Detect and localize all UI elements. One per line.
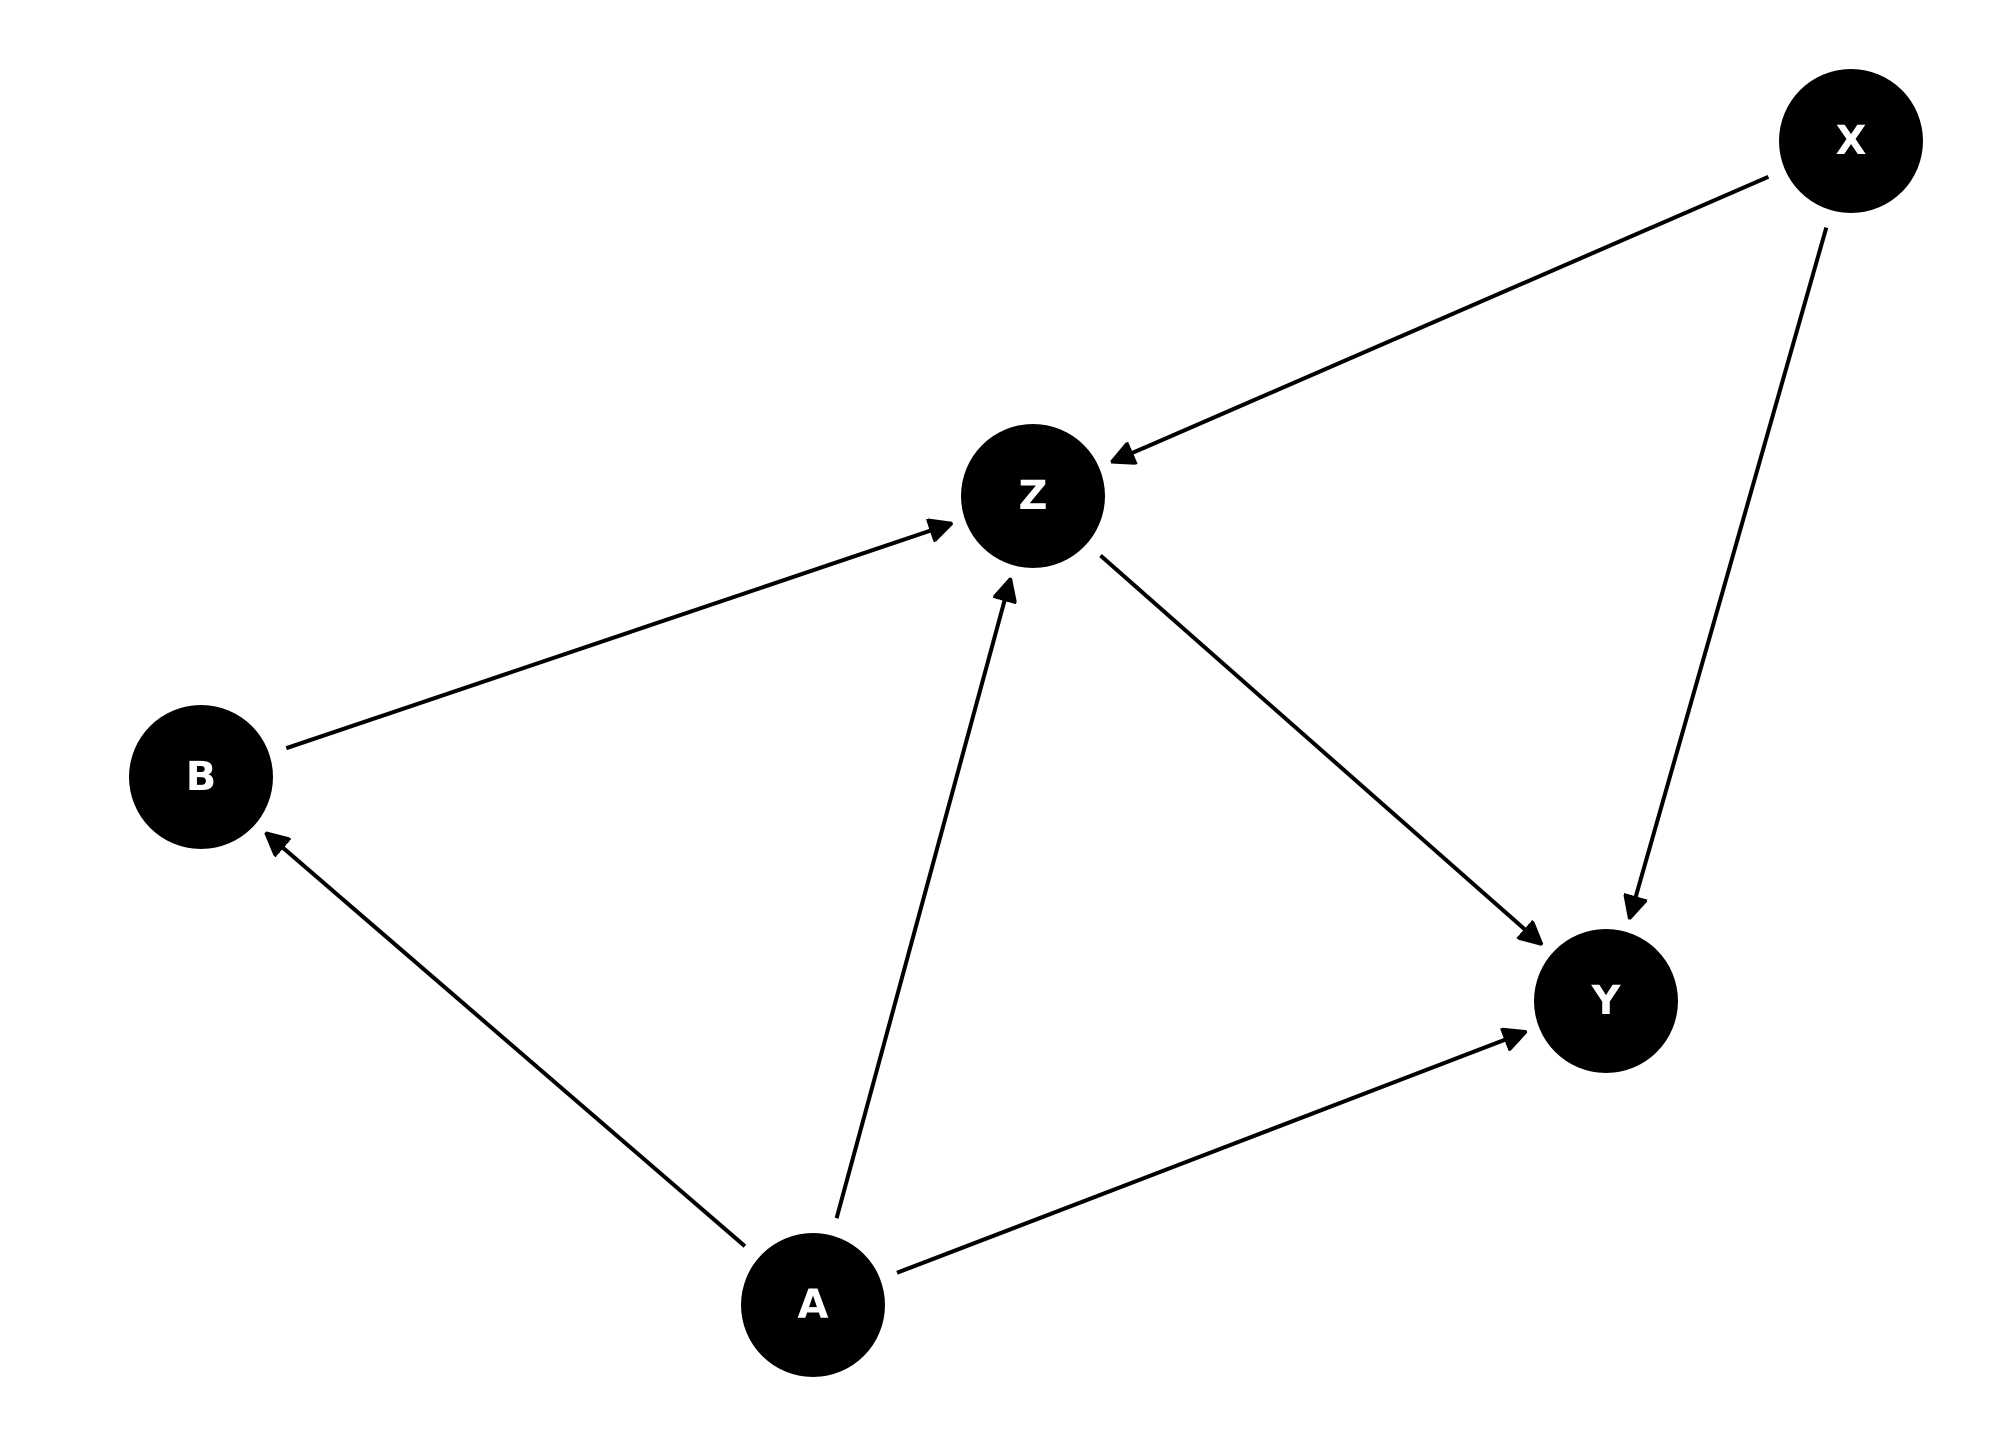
node-z: Z: [961, 424, 1105, 568]
node-label-y: Y: [1591, 978, 1622, 1024]
node-label-x: X: [1836, 118, 1867, 164]
edge-a-to-z: [834, 579, 1011, 1219]
node-y: Y: [1534, 929, 1678, 1073]
node-label-b: B: [186, 754, 217, 800]
node-a: A: [741, 1233, 885, 1377]
edge-a-to-b: [266, 833, 747, 1248]
edge-b-to-z: [285, 524, 951, 751]
node-circle-a: [741, 1233, 885, 1377]
node-x: X: [1779, 69, 1923, 213]
node-circle-b: [129, 705, 273, 849]
node-circle-x: [1779, 69, 1923, 213]
edge-x-to-y: [1630, 227, 1829, 919]
nodes-layer: X Z B Y A: [129, 69, 1923, 1377]
node-label-z: Z: [1018, 473, 1047, 519]
node-label-a: A: [798, 1282, 829, 1328]
edge-z-to-y: [1099, 553, 1542, 945]
edge-a-to-y: [896, 1032, 1526, 1275]
edge-x-to-z: [1112, 174, 1770, 462]
node-circle-y: [1534, 929, 1678, 1073]
node-b: B: [129, 705, 273, 849]
edges-layer: [266, 174, 1829, 1275]
node-circle-z: [961, 424, 1105, 568]
